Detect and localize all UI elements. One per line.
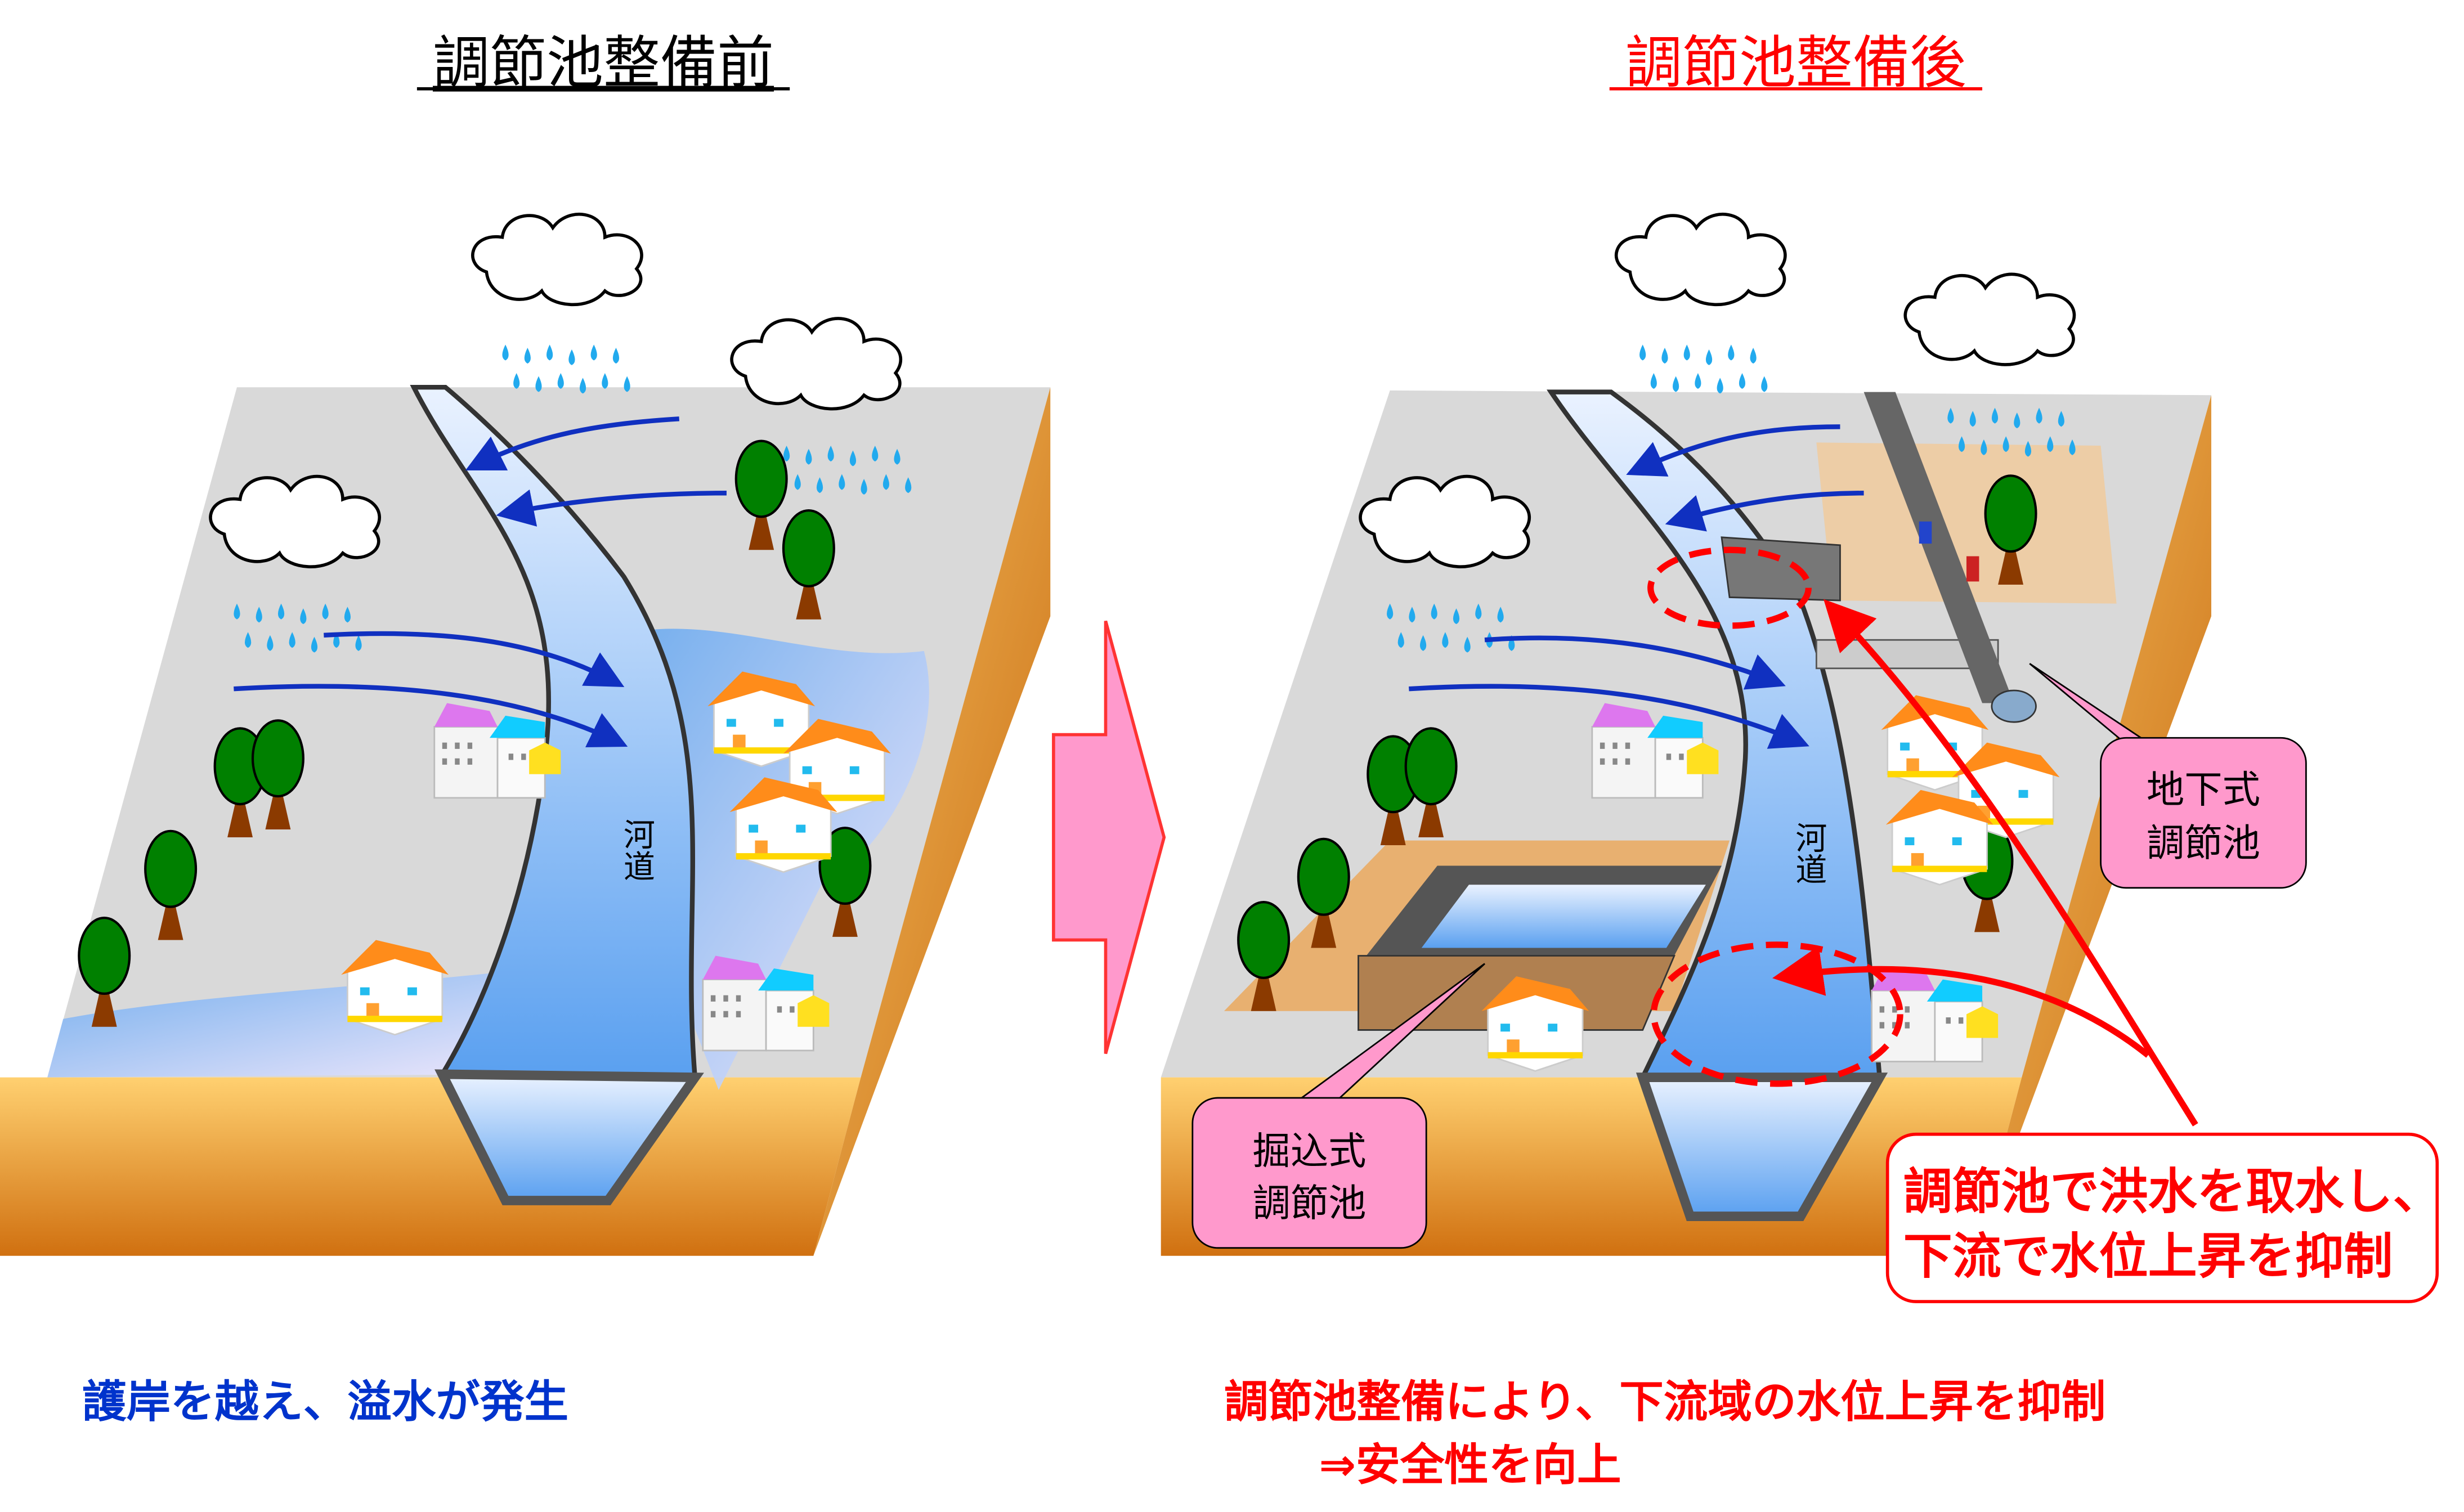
river-label: 河道 [1790, 822, 1827, 885]
callout-text: 地下式 [2147, 767, 2260, 811]
cloud-icon [732, 318, 901, 409]
after-panel: 調節池整備後 河道 [1161, 30, 2442, 1491]
rain-icon [502, 344, 630, 394]
intake-highlights [1647, 546, 1903, 1087]
excavated-reservoir [1358, 865, 1722, 1031]
transition-arrow-icon [1052, 620, 1166, 1055]
callout-excavated: 掘込式 調節池 [1191, 963, 1485, 1249]
road [1863, 392, 2014, 703]
effect-arrows [1772, 599, 2198, 1127]
car-icon [1966, 556, 1979, 582]
cloud-icon [473, 214, 642, 305]
car-icon [1919, 521, 1932, 544]
callout-underground: 地下式 調節池 [2029, 663, 2307, 889]
runoff-arrows [1409, 424, 1864, 749]
after-caption: 調節池整備により、下流域の水位上昇を抑制 [1224, 1376, 2106, 1428]
callout-text: 調節池で洪水を取水し、 [1903, 1163, 2442, 1221]
callout-text: 調節池 [2147, 821, 2260, 865]
before-title: 調節池整備前 [433, 30, 774, 96]
underground-reservoir [1721, 392, 2037, 723]
cloud-icon [1616, 214, 1785, 305]
callout-effect: 調節池で洪水を取水し、 下流で水位上昇を抑制 [1885, 1132, 2442, 1303]
before-panel: 調節池整備前 河道 [0, 30, 1051, 1428]
rain-icon [1639, 344, 1768, 394]
callout-text: 下流で水位上昇を抑制 [1903, 1228, 2393, 1285]
runoff-arrows [234, 416, 727, 747]
callout-text: 調節池 [1252, 1181, 1366, 1226]
cloud-icon [1905, 274, 2074, 365]
after-title: 調節池整備後 [1625, 30, 1966, 96]
river-channel: 河道 [410, 384, 704, 1205]
river-channel: 河道 [1547, 389, 1888, 1221]
before-caption: 護岸を越え、溢水が発生 [82, 1376, 568, 1428]
river-label: 河道 [618, 818, 655, 881]
after-caption-sub: ⇒安全性を向上 [1319, 1439, 1621, 1491]
callout-text: 掘込式 [1252, 1129, 1366, 1173]
